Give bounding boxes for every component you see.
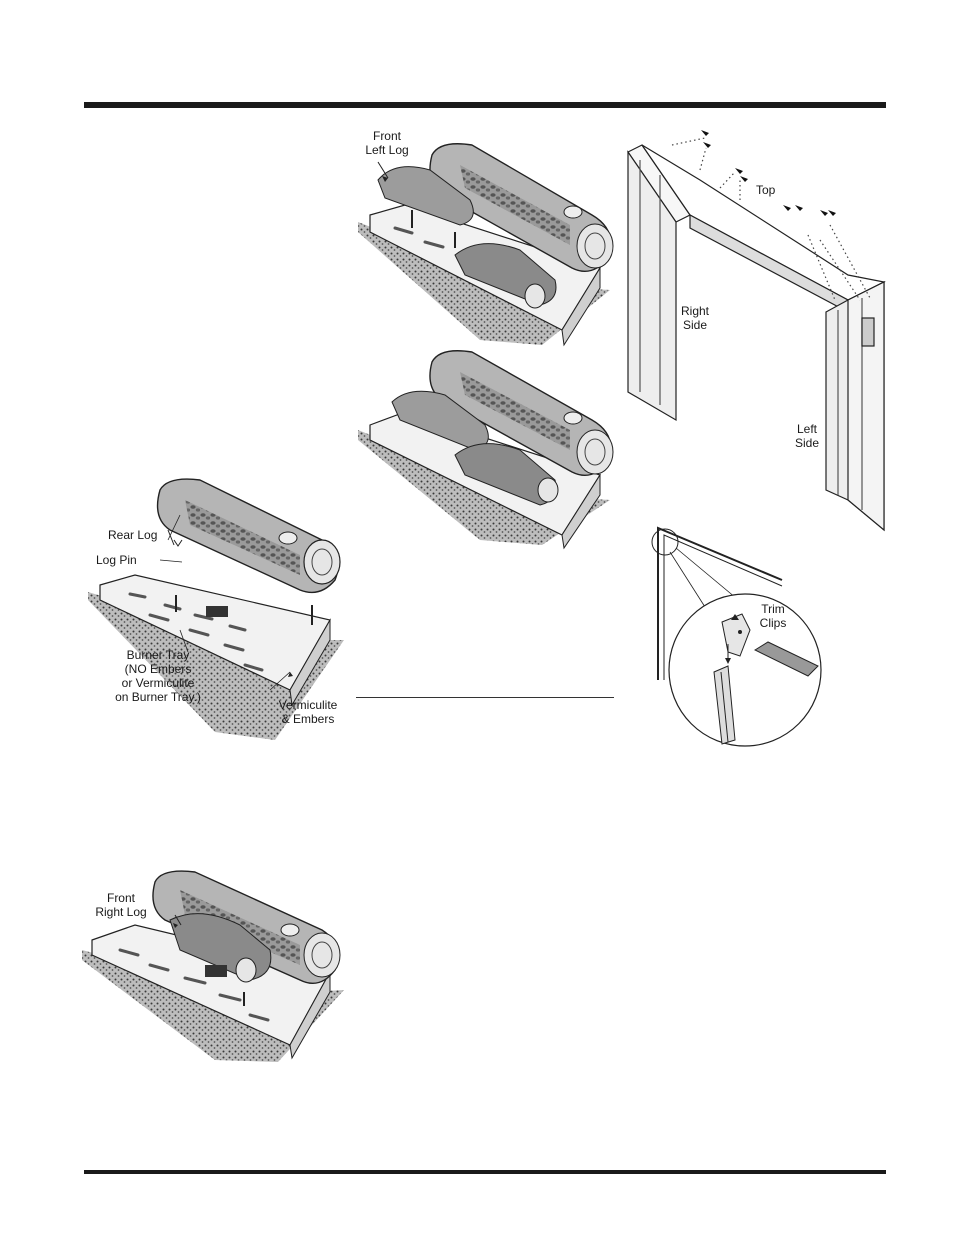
- frame-right-side-line-1: Right: [676, 304, 714, 318]
- front-right-log-line-1: Front: [90, 891, 152, 905]
- front-left-log-line-2: Left Log: [355, 143, 419, 157]
- front-right-log-line-2: Right Log: [90, 905, 152, 919]
- frame-right-side-label: Right Side: [676, 304, 714, 332]
- front-left-log-figure: [358, 144, 613, 345]
- burner-tray-line-2: (NO Embers: [112, 662, 204, 676]
- burner-tray-line-1: Burner Tray: [112, 648, 204, 662]
- vermiculite-label: Vermiculite & Embers: [272, 698, 344, 726]
- trim-clips-figure: [652, 528, 821, 746]
- front-left-log-line-1: Front: [355, 129, 419, 143]
- frame-right-side-line-2: Side: [676, 318, 714, 332]
- frame-left-side-line-2: Side: [790, 436, 824, 450]
- trim-clips-line-2: Clips: [754, 616, 792, 630]
- burner-tray-line-4: on Burner Tray.): [112, 690, 204, 704]
- completed-logs-figure: [358, 351, 613, 548]
- front-left-log-label: Front Left Log: [355, 129, 419, 157]
- burner-tray-label: Burner Tray (NO Embers or Vermiculite on…: [112, 648, 204, 704]
- frame-left-side-label: Left Side: [790, 422, 824, 450]
- vermiculite-line-1: Vermiculite: [272, 698, 344, 712]
- burner-tray-line-3: or Vermiculite: [112, 676, 204, 690]
- rear-log-label: Rear Log: [108, 528, 157, 542]
- frame-left-side-line-1: Left: [790, 422, 824, 436]
- vermiculite-line-2: & Embers: [272, 712, 344, 726]
- trim-clips-line-1: Trim: [754, 602, 792, 616]
- trim-clips-label: Trim Clips: [754, 602, 792, 630]
- front-right-log-label: Front Right Log: [90, 891, 152, 919]
- frame-top-label: Top: [756, 183, 775, 197]
- log-pin-label: Log Pin: [96, 553, 137, 567]
